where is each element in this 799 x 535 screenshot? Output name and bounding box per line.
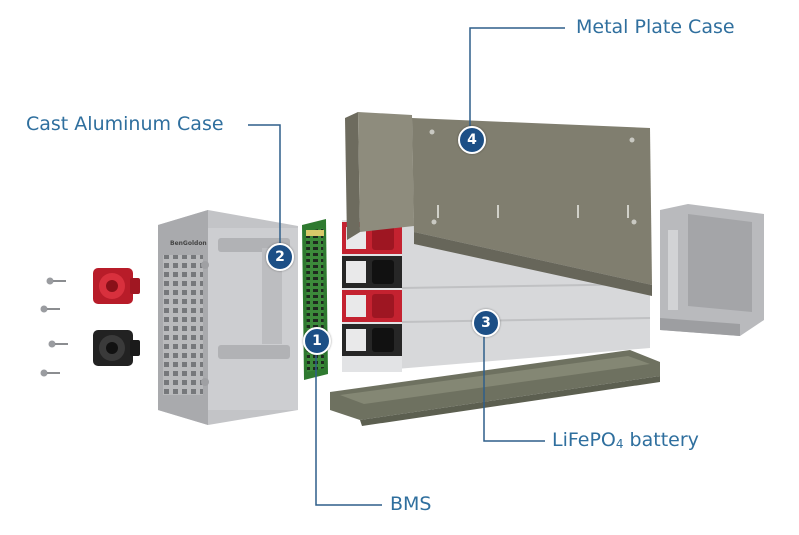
badge-lifepo4-battery: 3: [472, 309, 500, 337]
label-cast-aluminum-case: Cast Aluminum Case: [26, 113, 224, 135]
badge-bms: 1: [303, 327, 331, 355]
screw: [46, 277, 66, 285]
label-metal-plate-case: Metal Plate Case: [576, 16, 735, 38]
screw: [40, 369, 60, 377]
cast-aluminum-case: [158, 210, 298, 425]
label-lifepo4-battery: LiFePO4 battery: [552, 429, 699, 451]
right-end-cap: [660, 204, 764, 336]
brand-mark: BenGoldon: [170, 240, 207, 247]
label-lifepo4-prefix: LiFePO: [552, 429, 616, 451]
screw: [40, 305, 60, 313]
leader-lines: [248, 27, 565, 506]
label-bms: BMS: [390, 493, 432, 515]
label-lifepo4-subscript: 4: [615, 437, 624, 451]
terminal-positive-red: [93, 268, 140, 304]
screw: [48, 340, 68, 348]
badge-cast-aluminum-case: 2: [266, 243, 294, 271]
label-lifepo4-suffix: battery: [623, 429, 699, 451]
terminal-negative-black: [93, 330, 140, 366]
bms-board: [302, 219, 328, 380]
leader-bms: [315, 340, 382, 506]
base-plate: [330, 350, 660, 426]
leader-metal-plate-case: [469, 27, 565, 138]
cell-row: [342, 290, 402, 322]
screw-group: [40, 277, 68, 377]
cell-row: [342, 256, 402, 288]
badge-metal-plate-case: 4: [458, 126, 486, 154]
cell-row: [342, 324, 402, 356]
leader-lifepo4-battery: [483, 322, 545, 442]
metal-plate-case: [345, 112, 652, 296]
leader-cast-aluminum-case: [248, 124, 281, 255]
